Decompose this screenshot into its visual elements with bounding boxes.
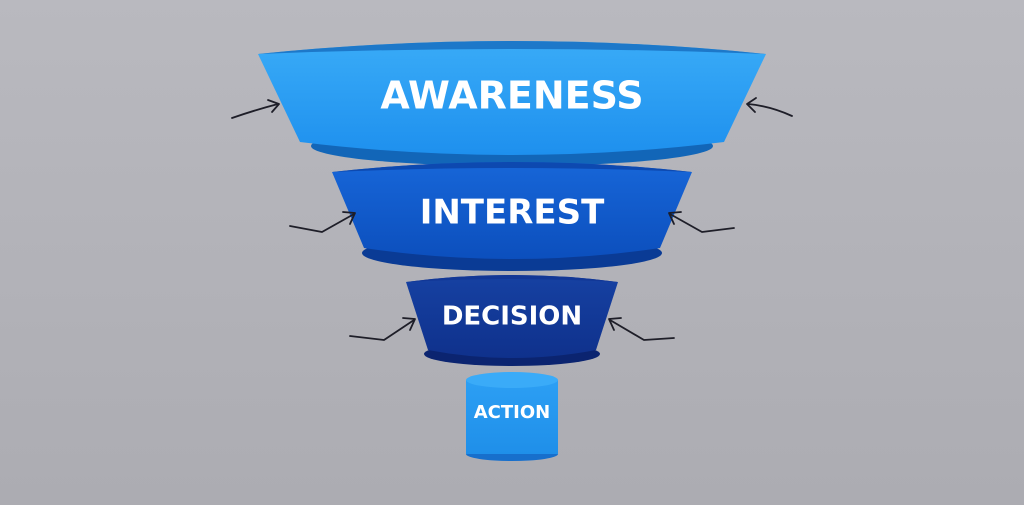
awareness-rim: [258, 41, 766, 54]
arrow-right-awareness: [746, 97, 793, 117]
action-top: [466, 372, 558, 388]
arrow-right-decision: [608, 317, 675, 341]
stage-action: ACTION: [466, 372, 558, 461]
arrow-left-awareness: [231, 99, 280, 119]
stage-interest: INTEREST: [332, 162, 692, 271]
decision-rim: [406, 275, 618, 282]
interest-rim: [332, 162, 692, 172]
arrow-right-interest: [668, 211, 735, 233]
awareness-band: [258, 41, 766, 155]
interest-label: INTEREST: [420, 193, 605, 233]
interest-band: [332, 162, 692, 259]
decision-band: [406, 275, 618, 358]
arrow-left-decision: [349, 317, 416, 341]
stage-awareness: AWARENESS: [258, 41, 766, 166]
action-label: ACTION: [474, 402, 550, 423]
inflow-arrows: [231, 97, 793, 341]
stage-decision: DECISION: [406, 275, 618, 366]
awareness-label: AWARENESS: [380, 74, 643, 118]
arrow-left-interest: [289, 211, 356, 233]
decision-label: DECISION: [442, 302, 582, 332]
action-body: [466, 380, 558, 454]
